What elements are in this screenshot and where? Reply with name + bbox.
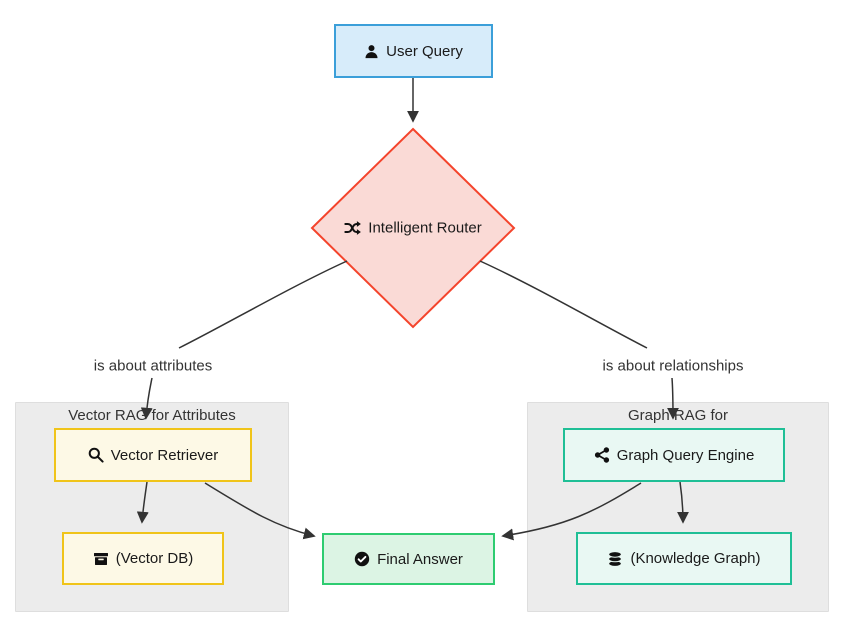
user-icon bbox=[364, 44, 379, 59]
archive-box-icon bbox=[93, 551, 109, 567]
check-circle-icon bbox=[354, 551, 370, 567]
node-user-query: User Query bbox=[334, 24, 493, 78]
edge-label-relationships: is about relationships bbox=[602, 357, 744, 375]
share-nodes-icon bbox=[594, 447, 610, 463]
search-icon bbox=[88, 447, 104, 463]
node-knowledge-graph-label: (Knowledge Graph) bbox=[630, 550, 761, 567]
node-intelligent-router: Intelligent Router bbox=[344, 219, 482, 237]
edge-label-attributes: is about attributes bbox=[93, 357, 213, 375]
node-final-answer: Final Answer bbox=[322, 533, 495, 585]
database-icon bbox=[607, 550, 623, 567]
node-user-query-label: User Query bbox=[386, 42, 463, 60]
node-vector-db: (Vector DB) bbox=[62, 532, 224, 585]
shuffle-icon bbox=[344, 220, 361, 237]
subgraph-vector-rag-title: Vector RAG for Attributes bbox=[68, 407, 236, 424]
node-final-answer-label: Final Answer bbox=[377, 550, 463, 568]
node-vector-db-label: (Vector DB) bbox=[115, 550, 194, 567]
node-vector-retriever: Vector Retriever bbox=[54, 428, 252, 482]
subgraph-graph-rag-title: Graph RAG for bbox=[627, 407, 729, 424]
node-knowledge-graph: (Knowledge Graph) bbox=[576, 532, 792, 585]
edge-router-attributes-upper bbox=[178, 260, 348, 349]
edge-router-relationships-upper bbox=[479, 260, 648, 349]
node-graph-query-engine: Graph Query Engine bbox=[563, 428, 785, 482]
node-vector-retriever-label: Vector Retriever bbox=[110, 446, 219, 464]
node-graph-query-engine-label: Graph Query Engine bbox=[616, 446, 755, 464]
node-intelligent-router-label: Intelligent Router bbox=[368, 219, 482, 237]
